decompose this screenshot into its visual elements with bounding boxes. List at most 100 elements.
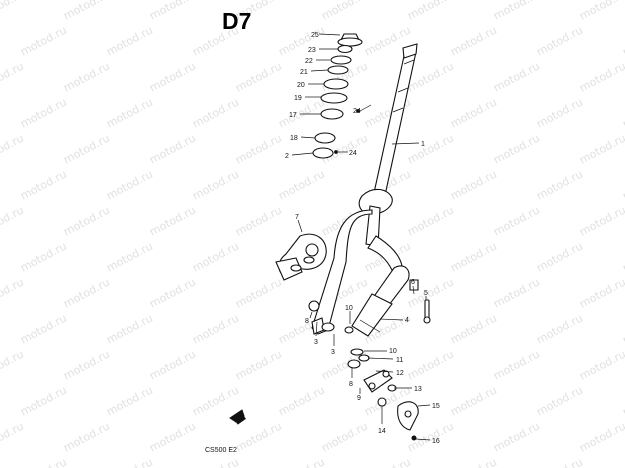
watermark-text: motod.ru [577,0,625,23]
watermark-text: motod.ru [276,383,327,418]
watermark-text: motod.ru [147,347,198,382]
watermark-text: motod.ru [620,311,625,346]
watermark-text: motod.ru [319,419,370,454]
page-title: D7 [222,8,251,34]
callout-label: 16 [432,438,440,445]
callout-label: 13 [414,386,422,393]
callout-label: 2 [285,153,289,160]
watermark-text: motod.ru [405,0,456,23]
watermark-text: motod.ru [147,131,198,166]
watermark-text: motod.ru [534,383,585,418]
callout-label: 20 [297,82,305,89]
watermark-text: motod.ru [491,347,542,382]
callout-label: 15 [432,403,440,410]
watermark-text: motod.ru [233,419,284,454]
watermark-text: motod.ru [491,131,542,166]
callout-label: 5 [424,290,428,297]
watermark-text: motod.ru [577,275,625,310]
callout-label: 3 [331,349,335,356]
watermark-text: motod.ru [61,347,112,382]
watermark-text: motod.ru [620,455,625,468]
callout-label: 4 [405,317,409,324]
callout-label: 10 [345,305,353,312]
watermark-text: motod.ru [448,455,499,468]
shock-absorber[interactable] [344,265,410,337]
watermark-text: motod.ru [104,239,155,274]
watermark-text: motod.ru [190,455,241,468]
watermark-text: motod.ru [620,239,625,274]
watermark-text: motod.ru [534,167,585,202]
callout-label: 25 [311,32,319,39]
bolt-right[interactable] [409,279,431,324]
watermark-text: motod.ru [190,95,241,130]
watermark-text: motod.ru [405,347,456,382]
direction-arrow-icon [229,409,246,425]
watermark-text: motod.ru [147,419,198,454]
callout-label: 7 [295,214,299,221]
watermark-text: motod.ru [491,0,542,23]
watermark-text: motod.ru [233,347,284,382]
watermark-text: motod.ru [61,419,112,454]
watermark-text: motod.ru [620,383,625,418]
callout-label: 11 [396,357,403,364]
callout-label: 17 [289,112,297,119]
watermark-text: motod.ru [18,239,69,274]
watermark-text: motod.ru [276,455,327,468]
watermark-text: motod.ru [448,23,499,58]
lower-linkage[interactable] [308,300,419,441]
watermark-text: motod.ru [190,239,241,274]
watermark-text: motod.ru [448,167,499,202]
watermark-text: motod.ru [448,95,499,130]
callout-leaders [291,33,431,441]
watermark-text: motod.ru [0,0,26,23]
watermark-text: motod.ru [0,275,26,310]
callout-label: 8 [305,318,309,325]
watermark-text: motod.ru [620,95,625,130]
watermark-text: motod.ru [577,59,625,94]
watermark-text: motod.ru [534,23,585,58]
watermark-text: motod.ru [405,203,456,238]
callout-label: 12 [396,370,404,377]
callout-label: 10 [389,348,397,355]
watermark-text: motod.ru [0,347,26,382]
watermark-text: motod.ru [534,455,585,468]
watermark-text: motod.ru [233,59,284,94]
watermark-text: motod.ru [319,59,370,94]
watermark-text: motod.ru [61,203,112,238]
watermark-text: motod.ru [233,275,284,310]
watermark-text: motod.ru [147,275,198,310]
watermark-text: motod.ru [0,203,26,238]
hub-assembly[interactable] [275,233,327,281]
watermark-text: motod.ru [491,59,542,94]
watermark-text: motod.ru [104,95,155,130]
watermark-text: motod.ru [577,131,625,166]
watermark-text: motod.ru [276,167,327,202]
watermark-text: motod.ru [534,311,585,346]
watermark-text: motod.ru [190,167,241,202]
callout-label: 24 [349,150,357,157]
watermark-text: motod.ru [18,23,69,58]
watermark-text: motod.ru [61,275,112,310]
watermark-text: motod.ru [0,131,26,166]
watermark-text: motod.ru [18,167,69,202]
watermark-text: motod.ru [61,0,112,23]
callout-label: 14 [378,428,386,435]
watermark-text: motod.ru [0,59,26,94]
watermark-text: motod.ru [61,131,112,166]
watermark-text: motod.ru [18,383,69,418]
watermark-text: motod.ru [491,419,542,454]
watermark-text: motod.ru [18,455,69,468]
watermark-text: motod.ru [233,131,284,166]
watermark-text: motod.ru [147,203,198,238]
callout-label: 8 [349,381,353,388]
watermark-text: motod.ru [620,167,625,202]
callout-label: 21 [300,69,308,76]
watermark-text: motod.ru [577,203,625,238]
callout-label: 3 [314,339,318,346]
watermark-text: motod.ru [577,419,625,454]
watermark-text: motod.ru [233,203,284,238]
callout-label: 23 [308,47,316,54]
watermark-text: motod.ru [620,23,625,58]
watermark-text: motod.ru [276,23,327,58]
